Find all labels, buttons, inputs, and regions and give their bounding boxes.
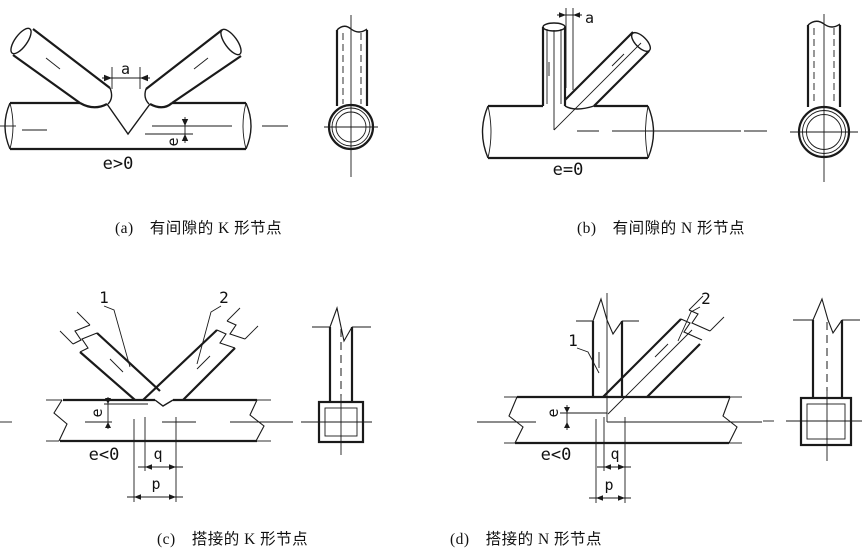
fig-c-k-overlap-joint: 1 2 e q p e<0: [0, 288, 293, 502]
fig-c-section: [281, 306, 372, 455]
fig-c-brace-2: [142, 307, 259, 401]
fig-a-gap-dimension: a: [102, 60, 150, 89]
fig-b-n-gap-joint: a e=0: [481, 8, 741, 180]
brace2-ref: 2: [701, 289, 711, 308]
caption-c-index: (c): [157, 531, 176, 548]
overlap-p-label: p: [151, 475, 160, 493]
fig-b-diagonal-brace: [553, 31, 652, 131]
ecc-label: e: [544, 408, 562, 417]
caption-c-title: 搭接的 K 形节点: [191, 531, 309, 548]
fig-b-vertical-brace: [541, 22, 567, 130]
caption-b-title: 有间隙的 N 形节点: [612, 220, 746, 237]
fig-d-brace-1: [576, 293, 639, 413]
brace2-ref: 2: [219, 288, 229, 307]
fig-a-right-brace: [144, 28, 242, 109]
fig-a-left-brace: [10, 27, 113, 109]
caption-a-index: (a): [115, 220, 134, 237]
fig-a-chord: [0, 101, 288, 151]
brace1-ref: 1: [99, 288, 109, 307]
caption-c: (c) 搭接的 K 形节点: [157, 527, 308, 549]
overlap-q-label: q: [153, 445, 162, 463]
fig-b-section: [744, 14, 858, 182]
fig-c-dimensions: e q p e<0: [88, 397, 183, 502]
fig-c-brace-1: [59, 311, 161, 401]
fig-d-n-overlap-joint: 1 2 e q p e<0: [477, 289, 762, 503]
gap-label: a: [585, 9, 594, 27]
caption-d-index: (d): [450, 531, 470, 548]
fig-d-brace-refs: 1 2: [568, 289, 711, 374]
fig-b-gap-dimension: a: [557, 8, 594, 90]
caption-a-title: 有间隙的 K 形节点: [149, 220, 283, 237]
ecc-label: e: [164, 137, 182, 146]
overlap-p-label: p: [604, 476, 613, 494]
fig-a-ecc-dimension: e: [145, 117, 232, 147]
ecc-negative-note: e<0: [541, 445, 572, 465]
overlap-q-label: q: [610, 445, 619, 463]
fig-a-k-gap-joint: a e e>0: [0, 27, 288, 174]
fig-d-section: [763, 297, 862, 461]
ecc-label: e: [88, 408, 106, 417]
fig-d-brace-2: [602, 295, 725, 415]
fig-a-section: [324, 15, 378, 177]
ecc-negative-note: e<0: [89, 445, 120, 465]
fig-c-brace-refs: 1 2: [99, 288, 229, 368]
brace1-ref: 1: [568, 331, 578, 350]
caption-b: (b) 有间隙的 N 形节点: [577, 216, 745, 238]
caption-b-index: (b): [577, 220, 597, 237]
gap-label: a: [121, 60, 130, 78]
fig-d-dimensions: e q p e<0: [541, 405, 631, 503]
fig-b-chord: [481, 104, 741, 160]
ecc-positive-note: e>0: [103, 154, 134, 174]
fig-c-chord: [0, 398, 293, 443]
fig-a-gap-notch: [106, 103, 151, 136]
caption-a: (a) 有间隙的 K 形节点: [115, 216, 282, 238]
caption-d-title: 搭接的 N 形节点: [485, 531, 603, 548]
ecc-zero-note: e=0: [553, 160, 584, 180]
caption-d: (d) 搭接的 N 形节点: [450, 527, 602, 549]
fig-d-chord: [477, 395, 762, 445]
